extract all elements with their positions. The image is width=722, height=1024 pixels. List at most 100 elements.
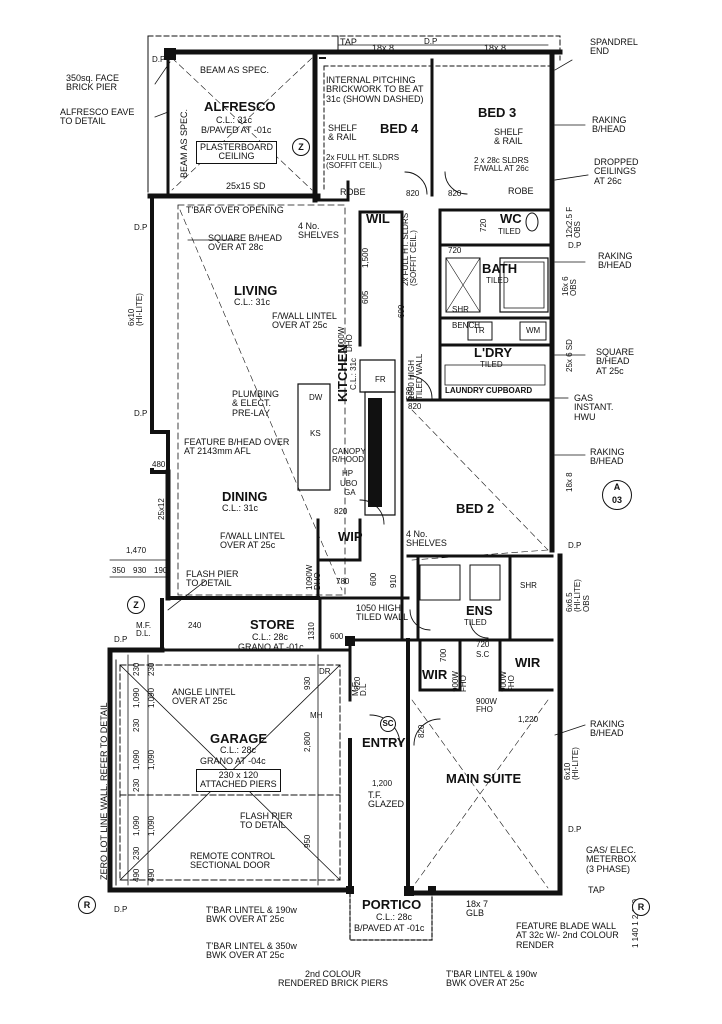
four-shelves-note-1: 4 No. SHELVES bbox=[298, 221, 339, 241]
g-dim-1090e: 1,090 bbox=[147, 687, 156, 708]
room-wir-1: WIR bbox=[422, 667, 448, 682]
kitchen-cl: C.L.: 31c bbox=[349, 357, 358, 390]
dim-820f: 820 bbox=[417, 724, 426, 738]
g-dim-1090g: 1,090 bbox=[147, 815, 156, 836]
shr-bath: SHR bbox=[452, 305, 469, 314]
garage-cl: C.L.: 28c bbox=[220, 745, 257, 755]
alfresco-cl: C.L.: 31c bbox=[216, 115, 253, 125]
z-marker-top: Z bbox=[292, 138, 310, 156]
sldrs-bed4: 2x FULL HT. SLDRS (SOFFIT CEIL.) bbox=[326, 153, 400, 171]
dp-marker-1: D.P bbox=[152, 55, 166, 64]
tbar-190-right: T'BAR LINTEL & 190w BWK OVER AT 25c bbox=[446, 969, 537, 989]
room-kitchen: KITCHEN bbox=[335, 344, 350, 402]
garage-piers: 230 x 120 ATTACHED PIERS bbox=[196, 769, 281, 792]
dim-950: 950 bbox=[303, 834, 312, 848]
sldrs-wil: 2x FULL HT. SLDRS (SOFFIT CEIL.) bbox=[401, 212, 419, 286]
fho-1: 900W FHO bbox=[451, 671, 469, 692]
alfresco-eave-note: ALFRESCO EAVE TO DETAIL bbox=[60, 107, 135, 127]
ubo-label: UBO bbox=[340, 479, 358, 488]
square-bh-living: SQUARE B/HEAD OVER AT 28c bbox=[208, 233, 283, 253]
tbar-190-left: T'BAR LINTEL & 190w BWK OVER AT 25c bbox=[206, 905, 297, 925]
dim-720b: 720 bbox=[448, 246, 462, 255]
store-finish: GRANO AT -01c bbox=[238, 642, 304, 652]
room-wir-2: WIR bbox=[515, 655, 541, 670]
tbar-350: T'BAR LINTEL & 350w BWK OVER AT 25c bbox=[206, 941, 297, 961]
dim-930b: 930 bbox=[303, 676, 312, 690]
dim-1470: 1,470 bbox=[126, 546, 147, 555]
face-brick-note: 350sq. FACE BRICK PIER bbox=[66, 73, 120, 93]
spandrel-note: SPANDREL END bbox=[590, 37, 638, 57]
wm-note: WM bbox=[526, 326, 541, 335]
dim-190: 190 bbox=[154, 566, 168, 575]
dim-600b: 600 bbox=[369, 572, 378, 586]
tap-top-note: TAP bbox=[340, 37, 357, 47]
room-wc: WC bbox=[500, 211, 522, 226]
dim-780: 780 bbox=[336, 577, 350, 586]
raking-note-2: RAKING B/HEAD bbox=[598, 251, 633, 271]
tap-bottom-note: TAP bbox=[588, 885, 605, 895]
dp-marker-5: D.P bbox=[114, 905, 128, 914]
dp-marker-8: D.P bbox=[568, 825, 582, 834]
g-dim-1090f: 1,090 bbox=[147, 749, 156, 770]
g-dim-1090c: 1,090 bbox=[132, 815, 141, 836]
room-main-suite: MAIN SUITE bbox=[446, 771, 522, 786]
room-store: STORE bbox=[250, 617, 295, 632]
dp-marker-4: D.P bbox=[114, 635, 128, 644]
raking-note-1: RAKING B/HEAD bbox=[592, 115, 627, 135]
room-wip: WIP bbox=[338, 529, 363, 544]
dp-marker-9: D.P bbox=[424, 37, 438, 46]
dim-1310: 1310 bbox=[307, 622, 316, 640]
z-marker-left: Z bbox=[127, 596, 145, 614]
fho-2: 900W FHO bbox=[499, 671, 517, 692]
dim-820e: 820 bbox=[353, 676, 362, 690]
second-colour-note: 2nd COLOUR RENDERED BRICK PIERS bbox=[278, 969, 389, 989]
dim-2800: 2,800 bbox=[303, 731, 312, 752]
flash-pier-2: FLASH PIER TO DETAIL bbox=[240, 811, 293, 831]
portico-finish: B/PAVED AT -01c bbox=[354, 923, 425, 933]
bath-finish: TILED bbox=[486, 276, 509, 285]
fr-label: FR bbox=[375, 375, 386, 384]
dim-1220: 1,220 bbox=[518, 715, 539, 724]
r-marker-left: R bbox=[78, 896, 96, 914]
ldry-finish: TILED bbox=[480, 360, 503, 369]
dim-820d: 820 bbox=[334, 507, 348, 516]
high-tiled-2: 1050 HIGH TILED WALL bbox=[356, 603, 409, 623]
dp-marker-2: D.P bbox=[134, 223, 148, 232]
tf-glazed-note: T.F. GLAZED bbox=[368, 790, 405, 810]
smoke-alarm-marker: SC bbox=[380, 716, 396, 732]
shelf-rail-bed3: SHELF & RAIL bbox=[494, 127, 524, 147]
wc-window: 12x2.5 F OBS bbox=[565, 206, 583, 238]
wc-finish: TILED bbox=[498, 227, 521, 236]
mh-label: MH bbox=[310, 711, 323, 720]
four-shelves-note-2: 4 No. SHELVES bbox=[406, 529, 447, 549]
g-dim-490b: 490 bbox=[147, 868, 156, 882]
ks-label: KS bbox=[310, 429, 321, 438]
dp-marker-7: D.P bbox=[568, 541, 582, 550]
tr-note: TR bbox=[474, 326, 485, 335]
hilite-left: 6x10 (HI-LITE) bbox=[127, 293, 145, 326]
angle-lintel-note: ANGLE LINTEL OVER AT 25c bbox=[172, 687, 236, 707]
alfresco-finish: B/PAVED AT -01c bbox=[201, 125, 272, 135]
dim-600c: 600 bbox=[330, 632, 344, 641]
room-bed4: BED 4 bbox=[380, 121, 419, 136]
dim-1500: 1,500 bbox=[361, 247, 370, 268]
room-garage: GARAGE bbox=[210, 731, 268, 746]
sc-ens: S.C bbox=[476, 650, 490, 659]
tbar-opening-note: T'BAR OVER OPENING bbox=[186, 205, 284, 215]
gas-instant-note: GAS INSTANT. HWU bbox=[574, 393, 614, 422]
ga-label: GA bbox=[344, 488, 356, 497]
dining-cl: C.L.: 31c bbox=[222, 503, 259, 513]
bed2-window: 18x 8 bbox=[565, 472, 574, 492]
internal-pitching-note: INTERNAL PITCHING BRICKWORK TO BE AT 31c… bbox=[326, 75, 424, 104]
g-dim-490a: 490 bbox=[132, 868, 141, 882]
feature-blade-note: FEATURE BLADE WALL AT 32c W/- 2nd COLOUR… bbox=[516, 921, 619, 950]
flash-pier-1: FLASH PIER TO DETAIL bbox=[186, 569, 239, 589]
canopy-note: CANOPY R/HOOD bbox=[332, 447, 366, 465]
room-alfresco: ALFRESCO bbox=[204, 99, 276, 114]
alfresco-door-size: 25x15 SD bbox=[226, 181, 266, 191]
g-dim-230b: 230 bbox=[132, 718, 141, 732]
dim-700: 700 bbox=[439, 648, 448, 662]
room-entry: ENTRY bbox=[362, 735, 406, 750]
room-wil: WIL bbox=[366, 211, 390, 226]
